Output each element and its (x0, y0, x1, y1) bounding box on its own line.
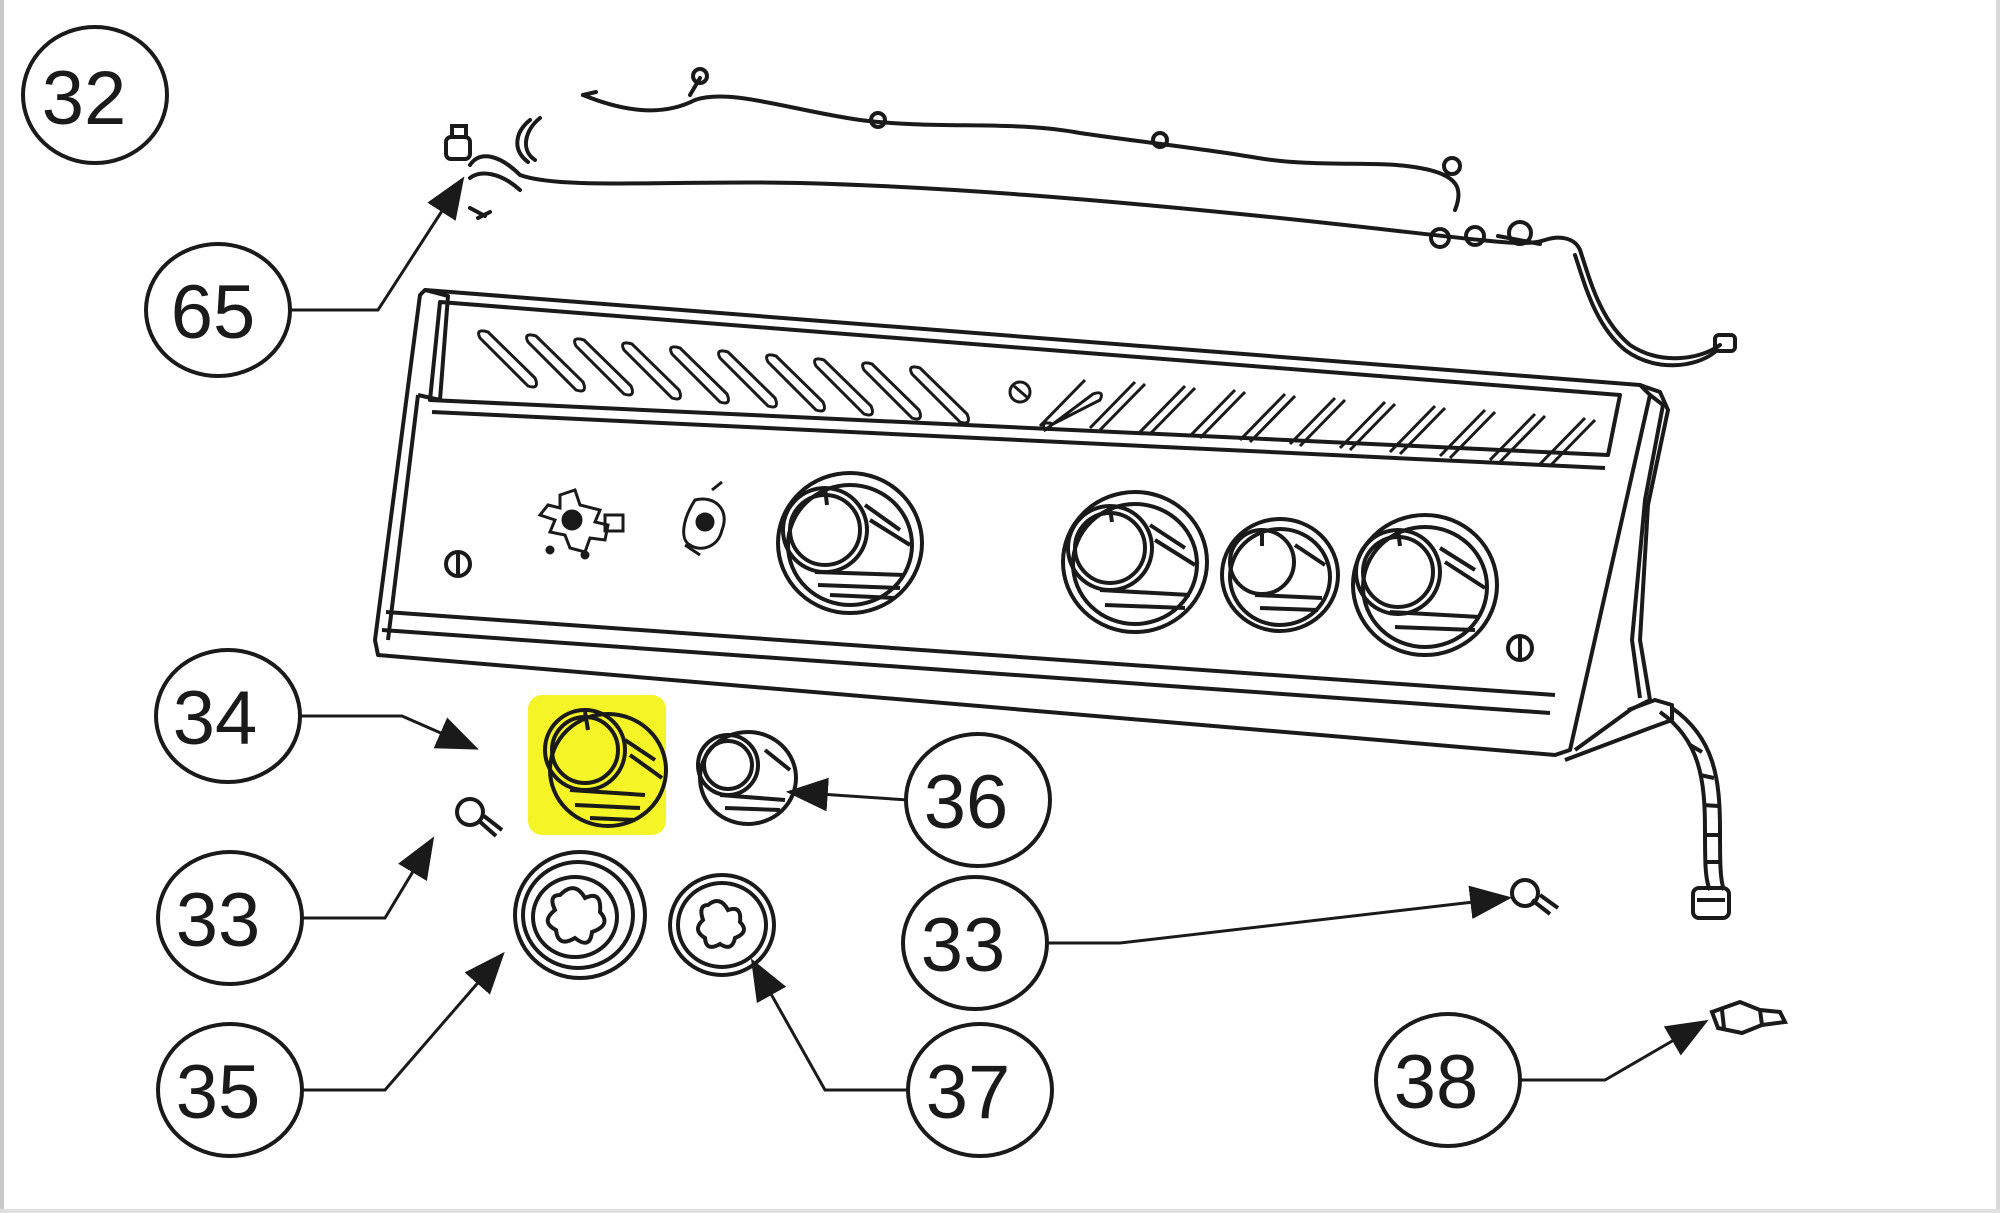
vent-slots (477, 329, 1597, 468)
knob-part-36 (696, 730, 798, 826)
panel-knobs (444, 471, 1534, 662)
frame-right-border (1996, 0, 2000, 1213)
svg-text:33: 33 (921, 903, 1006, 988)
svg-text:32: 32 (42, 56, 127, 141)
svg-text:34: 34 (173, 676, 258, 761)
bezel-part-35 (513, 850, 647, 980)
screw-part-33-left (455, 797, 504, 838)
fitting-part-38 (1709, 999, 1789, 1036)
knob-part-34 (543, 708, 668, 828)
control-panel (373, 288, 1674, 762)
callout-65: 65 (144, 242, 292, 378)
gas-pipe (1658, 706, 1731, 920)
frame-bottom-border (0, 1209, 2000, 1213)
leader-lines (290, 176, 1709, 1092)
svg-text:33: 33 (176, 878, 261, 963)
callout-33-left: 33 (156, 850, 304, 986)
svg-text:37: 37 (926, 1050, 1011, 1135)
svg-text:38: 38 (1394, 1040, 1479, 1125)
callout-36: 36 (904, 732, 1052, 868)
callout-34: 34 (154, 648, 302, 784)
callout-35: 35 (156, 1022, 304, 1158)
highlight-part-34 (528, 695, 666, 835)
frame-left-border (0, 0, 4, 1213)
callout-38: 38 (1374, 1012, 1522, 1148)
bezel-part-37 (668, 873, 776, 977)
callout-37: 37 (906, 1022, 1054, 1158)
panel-switches (537, 480, 726, 560)
screw-part-33-right (1510, 878, 1560, 916)
callout-32: 32 (21, 25, 169, 165)
svg-text:36: 36 (924, 760, 1009, 845)
wire-harness (444, 67, 1737, 368)
svg-text:65: 65 (171, 270, 256, 355)
svg-text:35: 35 (176, 1050, 261, 1135)
callout-33-right: 33 (901, 875, 1049, 1011)
